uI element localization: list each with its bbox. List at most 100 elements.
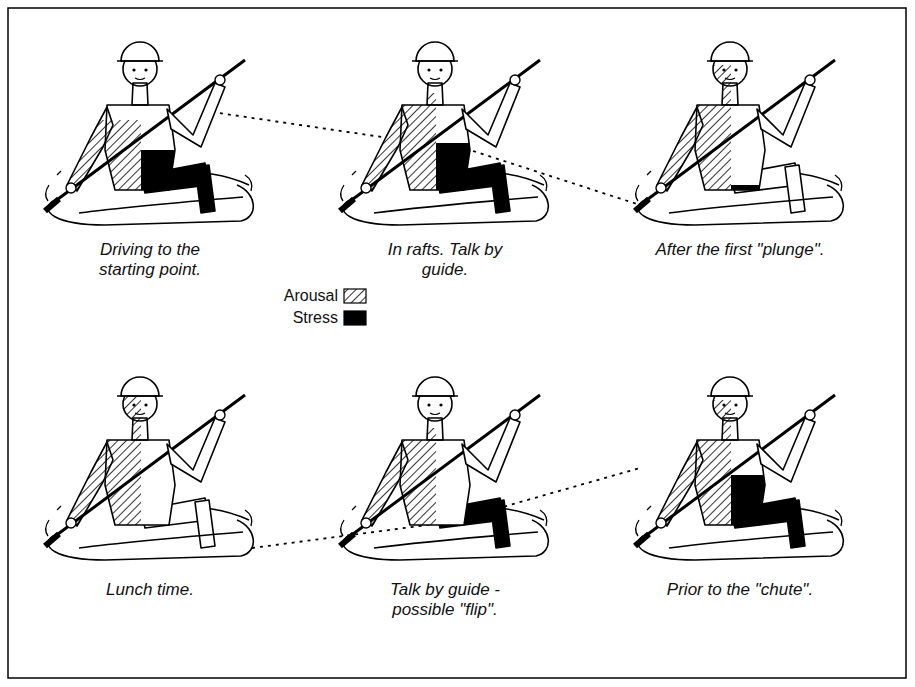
splash-mark xyxy=(46,520,49,536)
paddle xyxy=(50,395,245,540)
right-arm xyxy=(757,83,815,147)
eye xyxy=(439,68,442,71)
raft-outline xyxy=(638,520,843,560)
hand xyxy=(66,518,76,528)
legend-label: Arousal xyxy=(250,286,338,306)
splash-mark xyxy=(352,171,356,175)
right-arm xyxy=(167,418,225,482)
splash-mark xyxy=(835,175,842,191)
frame-border xyxy=(8,8,906,678)
helmet xyxy=(121,42,159,61)
helmet xyxy=(711,377,749,396)
helmet xyxy=(711,42,749,61)
body-outline xyxy=(362,107,408,191)
eye xyxy=(439,403,442,406)
raft-outline xyxy=(48,520,253,560)
splash-mark xyxy=(647,506,651,510)
hand xyxy=(361,183,371,193)
leg xyxy=(490,165,510,213)
body-outline xyxy=(105,440,175,525)
eye xyxy=(722,68,725,71)
body-outline xyxy=(695,440,765,525)
eye xyxy=(132,403,135,406)
body-outline xyxy=(657,442,703,526)
body-outline xyxy=(105,105,175,190)
raft-outline xyxy=(374,532,538,548)
body-outline xyxy=(695,105,765,190)
mouth xyxy=(430,78,440,80)
hand xyxy=(805,75,815,85)
splash-mark xyxy=(46,185,49,201)
eye xyxy=(144,403,147,406)
raft-outline xyxy=(79,197,243,213)
right-arm xyxy=(462,83,520,147)
hand xyxy=(66,183,76,193)
splash-mark xyxy=(352,506,356,510)
arousal-fill xyxy=(635,65,731,225)
arousal-fill xyxy=(635,400,731,560)
legend-swatch xyxy=(344,311,366,325)
panel-caption: Prior to the "chute". xyxy=(640,580,840,600)
paddle xyxy=(345,60,540,205)
raft-outline xyxy=(48,185,253,225)
hand xyxy=(510,410,520,420)
leg xyxy=(785,165,805,213)
paddle xyxy=(640,395,835,540)
hand xyxy=(215,410,225,420)
splash-mark xyxy=(540,175,547,191)
panel-caption: In rafts. Talk by guide. xyxy=(370,240,520,280)
panel-caption: Talk by guide - possible "flip". xyxy=(370,580,520,620)
eye xyxy=(132,68,135,71)
panel-caption: Lunch time. xyxy=(75,580,225,600)
raft-outline xyxy=(374,197,538,213)
raft-outline xyxy=(669,197,833,213)
paddle xyxy=(345,395,540,540)
helmet-brim xyxy=(707,395,753,397)
stress-fill xyxy=(436,143,546,225)
splash-mark xyxy=(540,510,547,526)
hand xyxy=(215,75,225,85)
rafter-figure xyxy=(340,42,548,225)
right-arm xyxy=(757,418,815,482)
body-outline xyxy=(67,107,113,191)
helmet-brim xyxy=(412,395,458,397)
helmet-brim xyxy=(117,395,163,397)
helmet-brim xyxy=(707,60,753,62)
right-arm xyxy=(167,83,225,147)
rafter-figure xyxy=(45,42,253,225)
splash-mark xyxy=(341,520,344,536)
splash-mark xyxy=(636,185,639,201)
body-outline xyxy=(400,105,470,190)
helmet xyxy=(416,42,454,61)
eye xyxy=(734,68,737,71)
arousal-fill xyxy=(340,428,436,560)
rafter-figure xyxy=(635,377,843,560)
raft-outline xyxy=(638,185,843,225)
legend-swatch xyxy=(344,289,366,303)
paddle xyxy=(640,60,835,205)
helmet-brim xyxy=(412,60,458,62)
raft-outline xyxy=(343,185,548,225)
hand xyxy=(656,183,666,193)
splash-mark xyxy=(245,510,252,526)
eye xyxy=(144,68,147,71)
helmet xyxy=(121,377,159,396)
leg xyxy=(490,500,510,548)
body-outline xyxy=(400,440,470,525)
right-arm xyxy=(462,418,520,482)
legend-label: Stress xyxy=(250,308,338,328)
raft-outline xyxy=(79,532,243,548)
splash-mark xyxy=(647,171,651,175)
splash-mark xyxy=(57,171,61,175)
hand xyxy=(361,518,371,528)
mouth xyxy=(135,78,145,80)
arousal-fill xyxy=(340,93,436,225)
rafter-figure xyxy=(340,377,548,560)
helmet xyxy=(416,377,454,396)
stress-fill xyxy=(141,150,251,225)
mouth xyxy=(725,78,735,80)
splash-mark xyxy=(636,520,639,536)
panel-caption: Driving to the starting point. xyxy=(75,240,225,280)
leg xyxy=(195,500,215,548)
rafter-figure xyxy=(635,42,843,225)
